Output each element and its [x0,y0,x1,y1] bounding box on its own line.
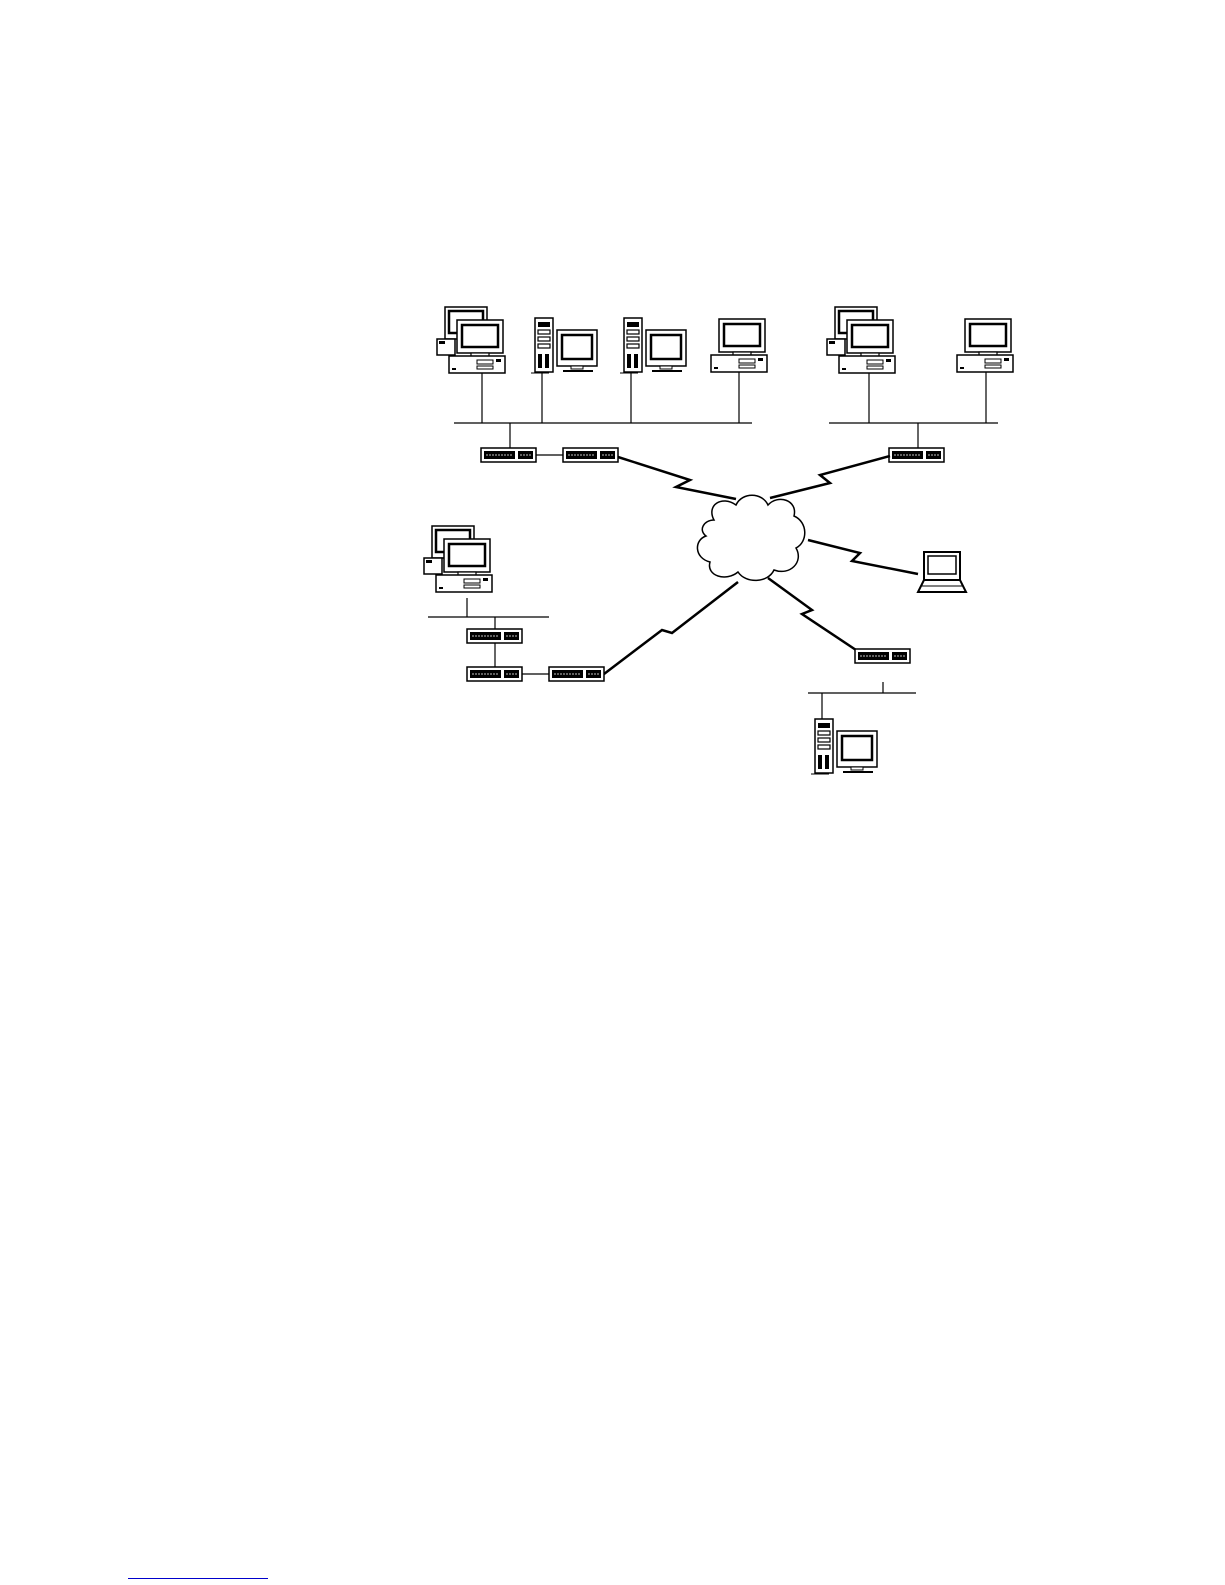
tower-workstation-icon [531,318,597,373]
desktop-computer-icon [957,319,1013,372]
router-icon [467,667,522,681]
router-icon [889,448,944,462]
router-icon [855,649,910,663]
dual-desktop-computer-icon [827,307,895,373]
lan-segment-a [454,372,752,448]
router-icon [467,629,522,643]
lan-segment-d [808,682,916,720]
router-icon [563,448,618,462]
router-icon [549,667,604,681]
dual-desktop-computer-icon [424,526,492,592]
laptop-icon [918,552,966,592]
lan-segment-b [829,372,998,448]
desktop-computer-icon [711,319,767,372]
network-cloud-icon [697,495,804,580]
footnote-rule [128,1578,268,1579]
dual-desktop-computer-icon [437,307,505,373]
tower-workstation-icon [811,719,877,774]
router-icon [481,448,536,462]
tower-workstation-icon [620,318,686,373]
